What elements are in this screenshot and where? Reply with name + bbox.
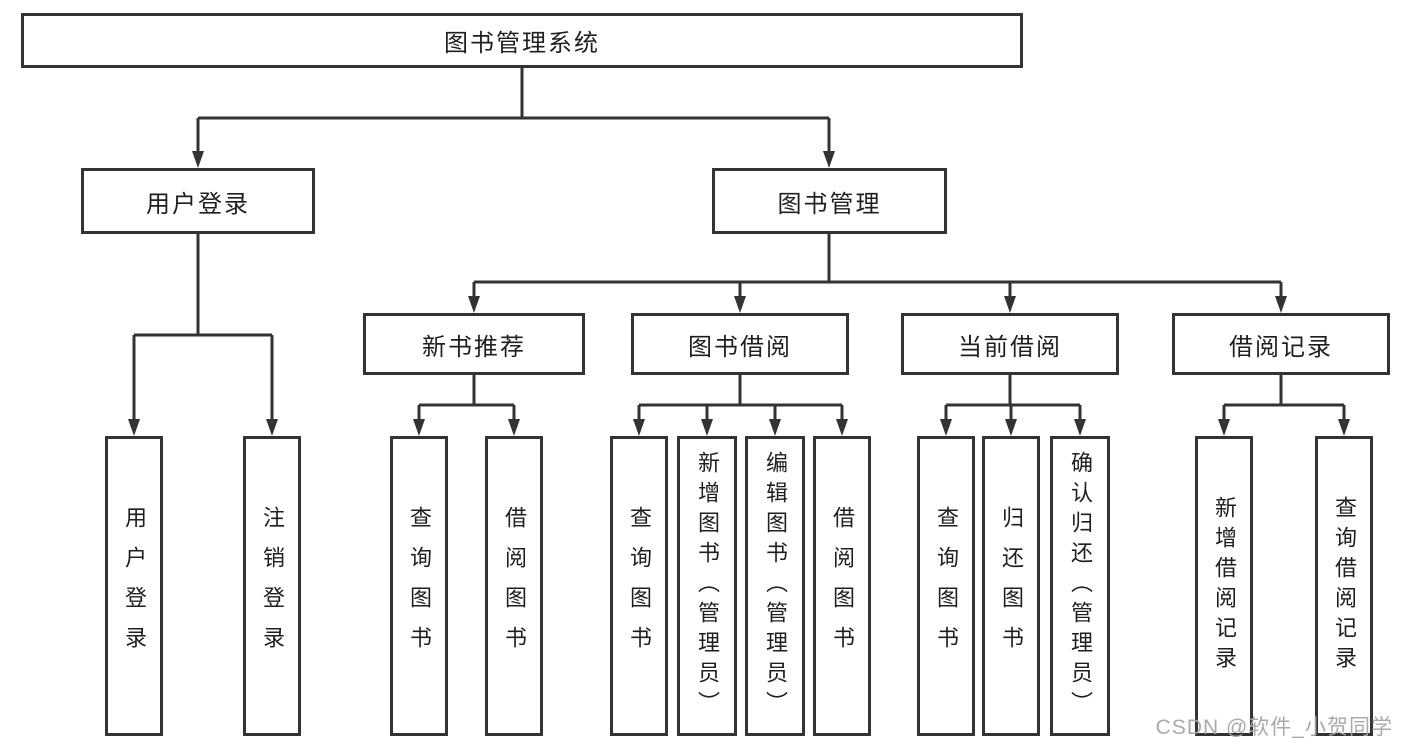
node-book-management: 图书管理 [712,168,947,234]
node-user-login: 用户登录 [81,168,315,234]
node-current-borrowing: 当前借阅 [901,313,1119,375]
node-root-label: 图书管理系统 [444,30,600,57]
leaf-query-books-current-label: 查询图书 [934,506,959,666]
node-borrowing-records-label: 借阅记录 [1229,333,1333,361]
leaf-add-borrow-record: 新增借阅记录 [1195,436,1253,736]
leaf-query-books-current: 查询图书 [917,436,975,736]
node-borrowing-records: 借阅记录 [1172,313,1390,375]
leaf-add-borrow-record-label: 新增借阅记录 [1212,496,1237,676]
leaf-logout: 注销登录 [243,436,301,736]
node-user-login-label: 用户登录 [146,190,250,218]
leaf-query-books-recommend: 查询图书 [390,436,448,736]
node-new-book-recommendation-label: 新书推荐 [422,333,526,361]
leaf-borrow-books: 借阅图书 [813,436,871,736]
leaf-return-books: 归还图书 [982,436,1040,736]
leaf-confirm-return-admin: 确认归还（管理员） [1050,436,1110,736]
leaf-add-book-admin: 新增图书（管理员） [677,436,737,736]
node-book-management-label: 图书管理 [777,190,882,218]
leaf-borrow-books-recommend: 借阅图书 [485,436,543,736]
node-book-borrowing-label: 图书借阅 [688,333,792,361]
leaf-query-books-recommend-label: 查询图书 [407,506,432,666]
node-current-borrowing-label: 当前借阅 [958,333,1062,361]
node-book-borrowing: 图书借阅 [631,313,849,375]
node-root: 图书管理系统 [21,13,1023,68]
leaf-borrow-books-recommend-label: 借阅图书 [502,506,527,666]
leaf-user-login: 用户登录 [105,436,163,736]
leaf-logout-label: 注销登录 [260,506,285,666]
node-new-book-recommendation: 新书推荐 [363,313,585,375]
leaf-query-books-borrow: 查询图书 [610,436,668,736]
leaf-user-login-label: 用户登录 [122,506,147,666]
leaf-add-book-admin-label: 新增图书（管理员） [695,451,720,721]
leaf-return-books-label: 归还图书 [999,506,1024,666]
leaf-query-borrow-record: 查询借阅记录 [1315,436,1373,736]
leaf-query-books-borrow-label: 查询图书 [627,506,652,666]
watermark: CSDN @软件_小贺同学 [1155,716,1393,739]
leaf-confirm-return-admin-label: 确认归还（管理员） [1068,451,1093,721]
leaf-borrow-books-label: 借阅图书 [830,506,855,666]
leaf-edit-book-admin: 编辑图书（管理员） [745,436,805,736]
leaf-query-borrow-record-label: 查询借阅记录 [1332,496,1357,676]
leaf-edit-book-admin-label: 编辑图书（管理员） [763,451,788,721]
